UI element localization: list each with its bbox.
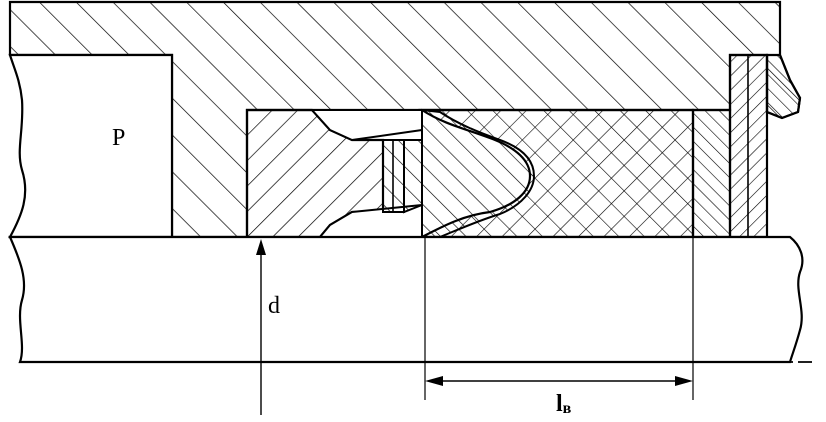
retaining-ring [728,53,769,239]
shaft [8,235,804,364]
pressure-label: P [112,125,125,151]
length-label-main: l [556,391,563,417]
pressure-chamber [8,53,174,239]
length-dimension [424,237,694,400]
diameter-dimension [256,239,266,415]
spacer-ring [309,109,423,238]
diameter-label: d [268,293,280,319]
length-label-sub: в [563,400,572,417]
end-cover [765,53,802,120]
packing-element [418,108,695,239]
length-label: lв [556,391,572,417]
right-bushing [691,108,732,239]
